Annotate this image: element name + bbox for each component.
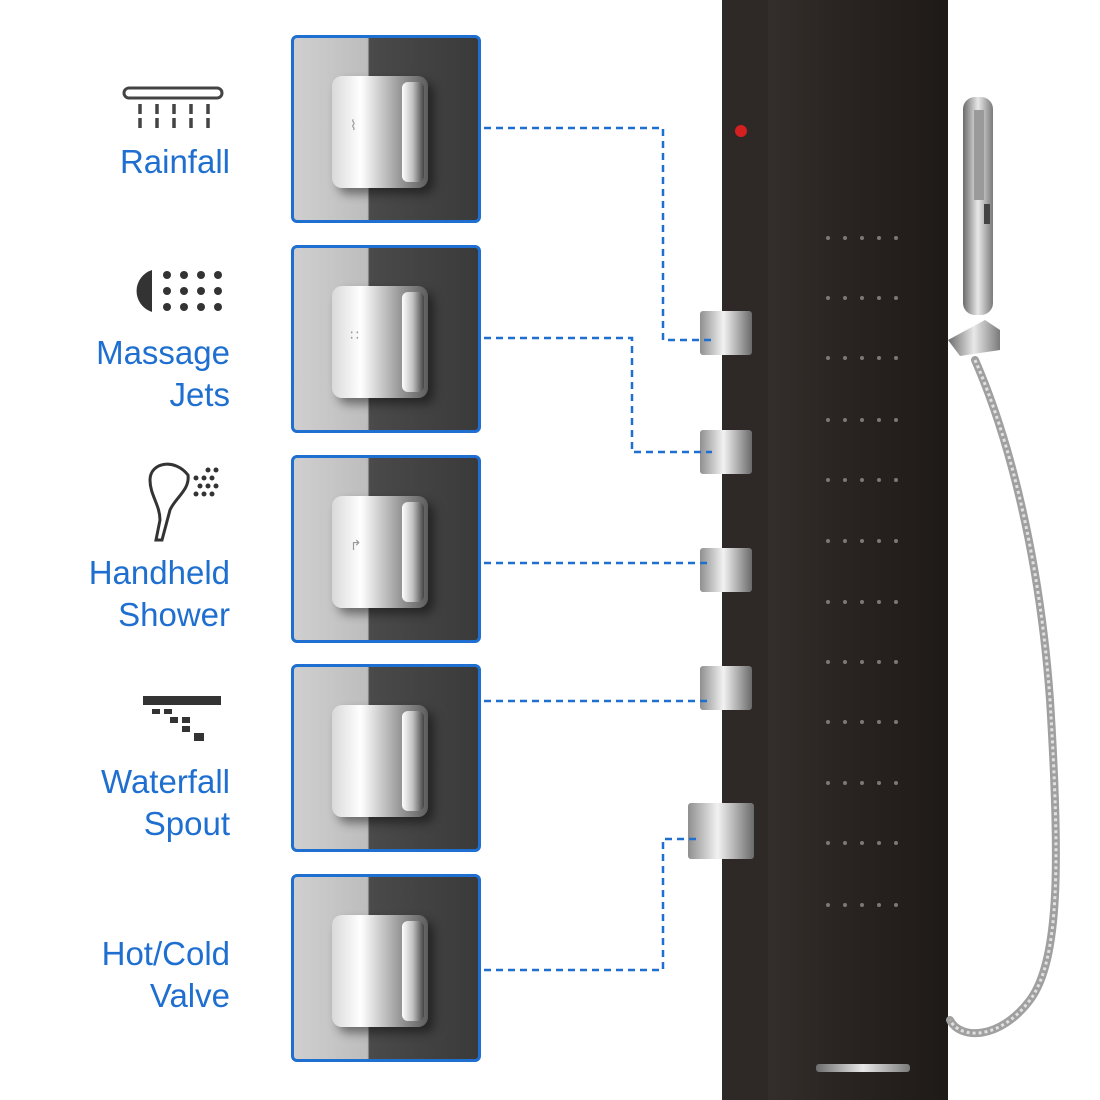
jet-dot bbox=[877, 539, 881, 543]
jet-dot bbox=[826, 720, 830, 724]
connector-lines bbox=[484, 126, 712, 972]
panel-knob-massage bbox=[700, 430, 752, 474]
thumb-rainfall: ⌇ bbox=[291, 35, 481, 223]
jet-dot bbox=[894, 600, 898, 604]
jet-dot bbox=[843, 600, 847, 604]
jet-dot bbox=[860, 418, 864, 422]
panel-knob-handheld bbox=[700, 548, 752, 592]
jet-dot bbox=[877, 478, 881, 482]
jet-dot bbox=[877, 236, 881, 240]
jet-dot bbox=[843, 356, 847, 360]
jet-dot bbox=[894, 539, 898, 543]
jet-dot bbox=[826, 418, 830, 422]
panel-knob-waterfall bbox=[700, 666, 752, 710]
jet-dot bbox=[826, 236, 830, 240]
jet-dot bbox=[894, 903, 898, 907]
jet-dot bbox=[894, 478, 898, 482]
jet-dot bbox=[894, 296, 898, 300]
body-jets bbox=[826, 236, 898, 907]
jet-dot bbox=[860, 236, 864, 240]
jet-dot bbox=[826, 600, 830, 604]
jet-dot bbox=[826, 296, 830, 300]
indicator-light bbox=[735, 125, 747, 137]
jet-dot bbox=[843, 781, 847, 785]
jet-dot bbox=[894, 841, 898, 845]
jet-dot bbox=[860, 903, 864, 907]
jet-dot bbox=[860, 720, 864, 724]
jet-dot bbox=[877, 600, 881, 604]
jet-dot bbox=[877, 418, 881, 422]
jet-dot bbox=[877, 660, 881, 664]
shower-hose bbox=[946, 356, 1060, 1037]
label-waterfall-spout: Waterfall Spout bbox=[101, 763, 230, 842]
jet-dot bbox=[877, 841, 881, 845]
panel-knob-valve bbox=[688, 803, 754, 859]
thumb-waterfall-spout bbox=[291, 664, 481, 852]
jet-dot bbox=[860, 841, 864, 845]
jet-dot bbox=[894, 356, 898, 360]
jet-dot bbox=[860, 539, 864, 543]
thumb-massage-jets: ∷ bbox=[291, 245, 481, 433]
jet-dot bbox=[826, 478, 830, 482]
jet-dot bbox=[843, 841, 847, 845]
handheld-shower-head bbox=[963, 97, 993, 315]
jet-dot bbox=[826, 356, 830, 360]
jet-dot bbox=[843, 418, 847, 422]
waterfall-outlet bbox=[816, 1064, 910, 1072]
jet-dot bbox=[877, 356, 881, 360]
jet-dot bbox=[860, 356, 864, 360]
jet-dot bbox=[894, 660, 898, 664]
jet-dot bbox=[877, 296, 881, 300]
jet-dot bbox=[894, 720, 898, 724]
jet-dot bbox=[843, 236, 847, 240]
jet-dot bbox=[860, 660, 864, 664]
jet-dot bbox=[843, 720, 847, 724]
jet-dot bbox=[843, 296, 847, 300]
thumb-handheld-shower: ↱ bbox=[291, 455, 481, 643]
jet-dot bbox=[843, 903, 847, 907]
jet-dot bbox=[877, 903, 881, 907]
jet-dot bbox=[826, 781, 830, 785]
panel-knob-rainfall bbox=[700, 311, 752, 355]
jet-dot bbox=[877, 720, 881, 724]
jet-dot bbox=[860, 296, 864, 300]
jet-dot bbox=[877, 781, 881, 785]
jet-dot bbox=[860, 781, 864, 785]
jet-dot bbox=[894, 236, 898, 240]
label-rainfall: Rainfall bbox=[119, 143, 230, 180]
jet-dot bbox=[860, 478, 864, 482]
label-hot-cold-valve: Hot/Cold Valve bbox=[101, 935, 230, 1014]
thumb-hot-cold-valve bbox=[291, 874, 481, 1062]
jet-dot bbox=[826, 841, 830, 845]
label-massage-jets: Massage Jets bbox=[96, 334, 230, 413]
jet-dot bbox=[826, 539, 830, 543]
jet-dot bbox=[894, 781, 898, 785]
jet-dot bbox=[843, 539, 847, 543]
jet-dot bbox=[826, 903, 830, 907]
jet-dot bbox=[843, 478, 847, 482]
jet-dot bbox=[826, 660, 830, 664]
jet-dot bbox=[860, 600, 864, 604]
jet-dot bbox=[843, 660, 847, 664]
label-handheld-shower: Handheld Shower bbox=[88, 554, 230, 633]
jet-dot bbox=[894, 418, 898, 422]
